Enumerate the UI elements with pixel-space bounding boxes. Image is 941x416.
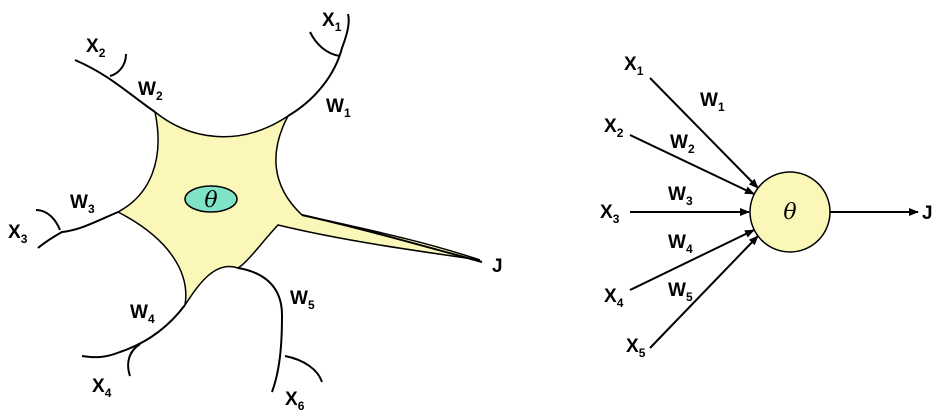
arrow-x4 (629, 229, 755, 291)
perceptron-x4-label: X4 (604, 286, 624, 310)
neuron-cell-body (116, 110, 481, 306)
neuron-x6-label: X6 (285, 389, 305, 413)
perceptron-w4-label: W4 (668, 232, 693, 256)
dendrite-4 (81, 304, 186, 359)
neuron-w3-label: W3 (70, 192, 95, 216)
nucleus-ellipse (184, 185, 238, 213)
perceptron-x2-label: X2 (604, 116, 624, 140)
arrow-x5 (649, 235, 759, 349)
neuron-w1-label: W1 (326, 96, 351, 120)
synapse-5 (284, 355, 323, 383)
synapse-1 (309, 31, 341, 57)
perceptron-x1-label: X1 (624, 54, 644, 78)
perceptron-w5-label: W5 (668, 280, 693, 304)
perceptron-w1-label: W1 (700, 90, 725, 114)
perceptron-x3-label: X3 (600, 202, 620, 226)
neuron-x1-label: X1 (322, 10, 342, 34)
perceptron-threshold: θ (783, 200, 796, 225)
perceptron-x5-label: X5 (626, 336, 646, 360)
dendrite-2 (74, 59, 156, 113)
synapse-2 (109, 53, 127, 77)
neuron-x3-label: X3 (8, 222, 28, 246)
neuron-x4-label: X4 (92, 376, 112, 400)
arrow-x2 (629, 134, 755, 195)
axon-line (301, 214, 483, 263)
neuron-x2-label: X2 (86, 36, 106, 60)
synapse-3 (35, 209, 61, 231)
perceptron-w2-label: W2 (670, 132, 695, 156)
biological-neuron: θ X1 W1 X2 W2 X3 W3 X4 W4 X6 W5 J (8, 10, 503, 413)
neuron-w2-label: W2 (138, 79, 163, 103)
arrow-x1 (649, 77, 759, 189)
dendrite-1 (287, 13, 350, 117)
perceptron-node (749, 171, 831, 253)
neuron-threshold: θ (204, 188, 217, 213)
neuron-output-label: J (492, 256, 503, 277)
neuron-w5-label: W5 (290, 288, 315, 312)
dendrite-5 (237, 267, 284, 393)
neuron-w4-label: W4 (130, 302, 155, 326)
perceptron-model: θ X1 W1 X2 W2 X3 W3 X4 W4 X5 W5 J (600, 54, 933, 360)
perceptron-w3-label: W3 (668, 184, 693, 208)
dendrite-3 (37, 211, 119, 249)
perceptron-output-label: J (922, 203, 933, 224)
synapse-4 (127, 343, 141, 377)
